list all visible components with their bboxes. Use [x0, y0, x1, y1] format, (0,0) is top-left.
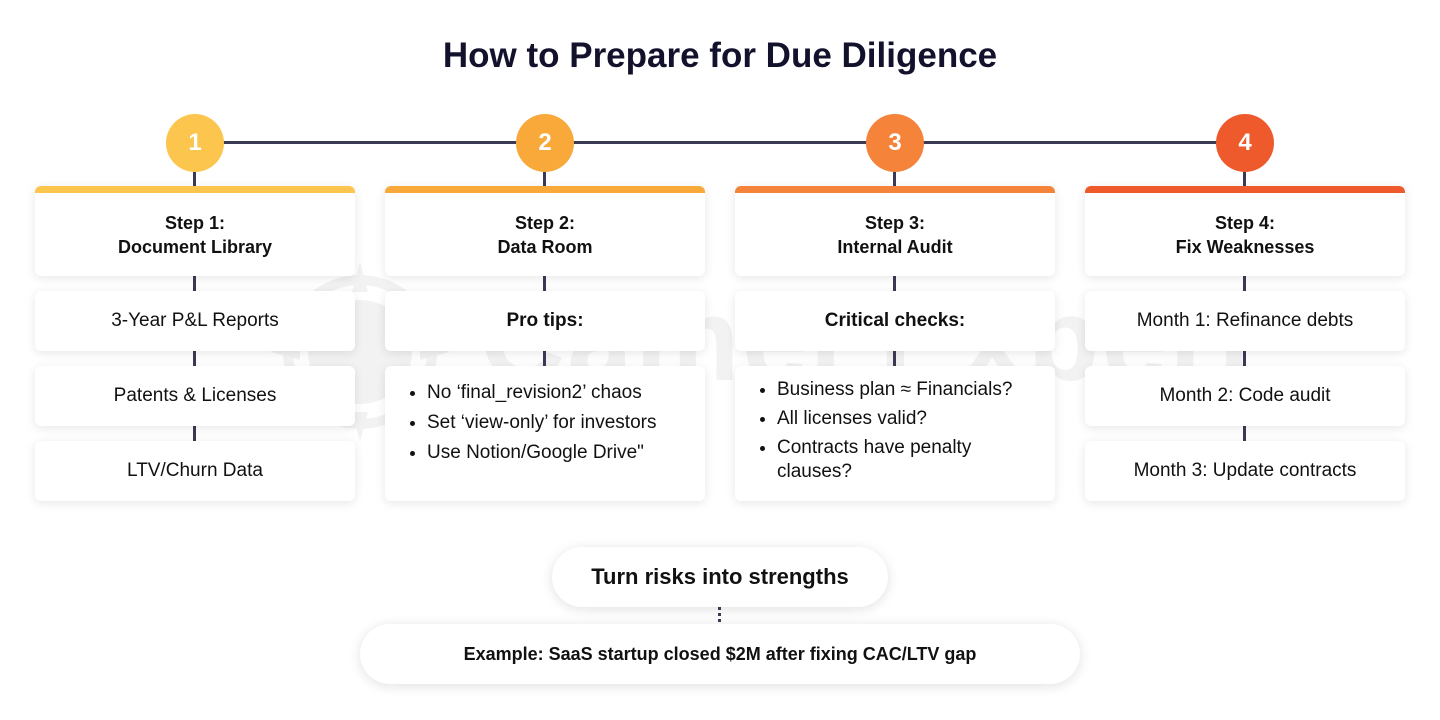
step-4-item-3: Month 3: Update contracts — [1085, 441, 1405, 501]
step-3-column: 3 Step 3: Internal Audit Critical checks… — [735, 0, 1055, 520]
step-1-column: 1 Step 1: Document Library 3-Year P&L Re… — [35, 0, 355, 520]
list-item: Set ‘view-only’ for investors — [427, 408, 695, 438]
step-4-label: Step 4: — [1214, 212, 1275, 233]
step-2-name: Data Room — [497, 236, 593, 257]
step-2-tips-card: No ‘final_revision2’ chaos Set ‘view-onl… — [385, 366, 705, 501]
list-item: Contracts have penalty clauses? — [777, 436, 1045, 484]
list-item: All licenses valid? — [777, 407, 1045, 431]
step-1-label: Step 1: — [164, 212, 225, 233]
step-1-badge: 1 — [166, 114, 224, 172]
step-3-name: Internal Audit — [837, 236, 953, 257]
step-1-item-2: Patents & Licenses — [35, 366, 355, 426]
step-2-header-card: Step 2: Data Room — [385, 186, 705, 276]
step-2-badge: 2 — [516, 114, 574, 172]
step-1-item-1: 3-Year P&L Reports — [35, 291, 355, 351]
step-3-badge: 3 — [866, 114, 924, 172]
step-1-header-card: Step 1: Document Library — [35, 186, 355, 276]
step-4-header-card: Step 4: Fix Weaknesses — [1085, 186, 1405, 276]
dotted-connector — [718, 607, 721, 624]
example-pill: Example: SaaS startup closed $2M after f… — [360, 624, 1080, 684]
list-item: No ‘final_revision2’ chaos — [427, 378, 695, 408]
step-3-checks-card: Business plan ≈ Financials? All licenses… — [735, 366, 1055, 501]
step-4-name: Fix Weaknesses — [1175, 236, 1315, 257]
step-4-stem — [1243, 276, 1246, 446]
step-2-column: 2 Step 2: Data Room Pro tips: No ‘final_… — [385, 0, 705, 520]
step-1-item-3: LTV/Churn Data — [35, 441, 355, 501]
step-4-badge: 4 — [1216, 114, 1274, 172]
conclusion-pill: Turn risks into strengths — [552, 547, 888, 607]
step-3-header-card: Step 3: Internal Audit — [735, 186, 1055, 276]
step-1-link — [193, 172, 196, 192]
step-2-link — [543, 172, 546, 192]
step-3-checks-list: Business plan ≈ Financials? All licenses… — [755, 378, 1045, 484]
step-2-tips-list: No ‘final_revision2’ chaos Set ‘view-onl… — [405, 378, 695, 468]
step-4-column: 4 Step 4: Fix Weaknesses Month 1: Refina… — [1085, 0, 1405, 520]
page-title: How to Prepare for Due Diligence — [442, 36, 998, 75]
step-3-heading: Critical checks: — [735, 291, 1055, 351]
step-4-item-1: Month 1: Refinance debts — [1085, 291, 1405, 351]
step-1-stem — [193, 276, 196, 446]
step-4-link — [1243, 172, 1246, 192]
timeline-connector — [194, 141, 1244, 144]
step-4-item-2: Month 2: Code audit — [1085, 366, 1405, 426]
step-3-label: Step 3: — [864, 212, 925, 233]
step-2-heading: Pro tips: — [385, 291, 705, 351]
list-item: Business plan ≈ Financials? — [777, 378, 1045, 402]
step-3-link — [893, 172, 896, 192]
step-1-name: Document Library — [117, 236, 273, 257]
list-item: Use Notion/Google Drive" — [427, 438, 695, 468]
step-2-label: Step 2: — [514, 212, 575, 233]
